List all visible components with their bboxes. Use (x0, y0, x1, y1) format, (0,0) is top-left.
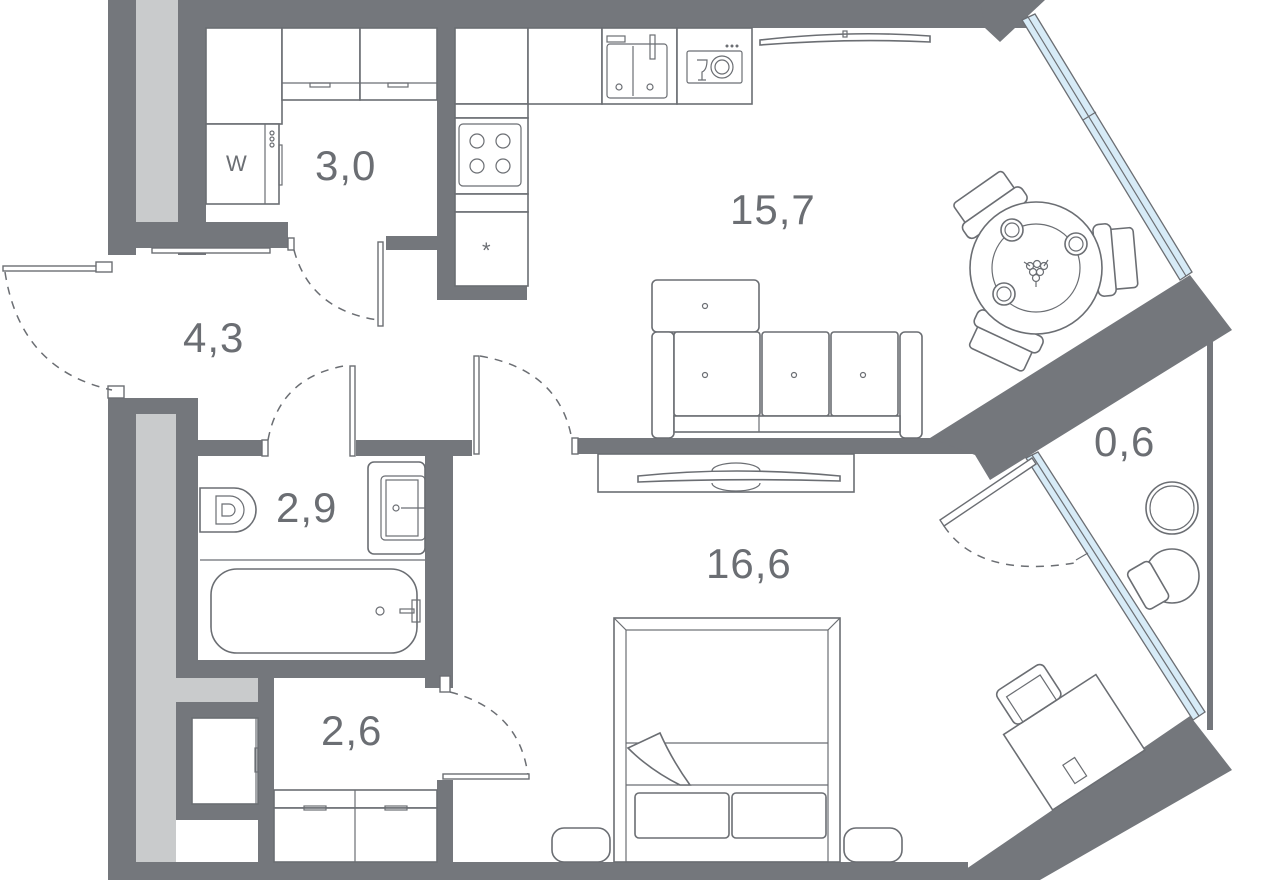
area-laundry: 3,0 (315, 142, 376, 189)
balcony-table (1145, 481, 1199, 535)
bed (551, 617, 903, 863)
area-kitchen-living: 15,7 (730, 186, 816, 233)
balcony-chair (1126, 548, 1200, 610)
dining-table (953, 170, 1139, 372)
washer-label: W (226, 151, 247, 176)
walls (108, 0, 1232, 880)
laundry-room: W 3,0 (205, 27, 438, 205)
area-bathroom: 2,9 (276, 484, 337, 531)
desk (995, 663, 1147, 812)
washbasin (367, 461, 426, 555)
fridge-label: * (482, 238, 491, 263)
area-wardrobe: 2,6 (321, 707, 382, 754)
bathroom: 2,9 (199, 461, 426, 654)
hall: 4,3 (183, 314, 244, 361)
sofa (651, 279, 923, 439)
closet (191, 717, 259, 805)
balcony: 0,6 (1094, 418, 1200, 610)
washing-machine (205, 123, 280, 205)
windows (1021, 13, 1206, 721)
sink (601, 27, 678, 105)
area-bedroom: 16,6 (706, 540, 792, 587)
area-balcony: 0,6 (1094, 418, 1155, 465)
toilet (199, 487, 257, 533)
upper-cabinet (281, 27, 361, 101)
area-hall: 4,3 (183, 314, 244, 361)
bathtub (210, 568, 421, 654)
tv-kitchen (759, 32, 931, 46)
upper-cabinet (359, 27, 438, 101)
fridge (454, 211, 529, 287)
tv-bedroom (637, 470, 841, 483)
doors (2, 237, 1081, 780)
bedroom: 16,6 (551, 453, 1147, 863)
fruit-bowl-icon (1023, 259, 1049, 287)
tall-cabinet (205, 27, 283, 125)
wardrobe-room: 2,6 (191, 707, 438, 863)
cooktop (454, 117, 529, 195)
entrance-door-leaf (2, 265, 108, 272)
kitchen-living-room: * (454, 27, 1139, 439)
